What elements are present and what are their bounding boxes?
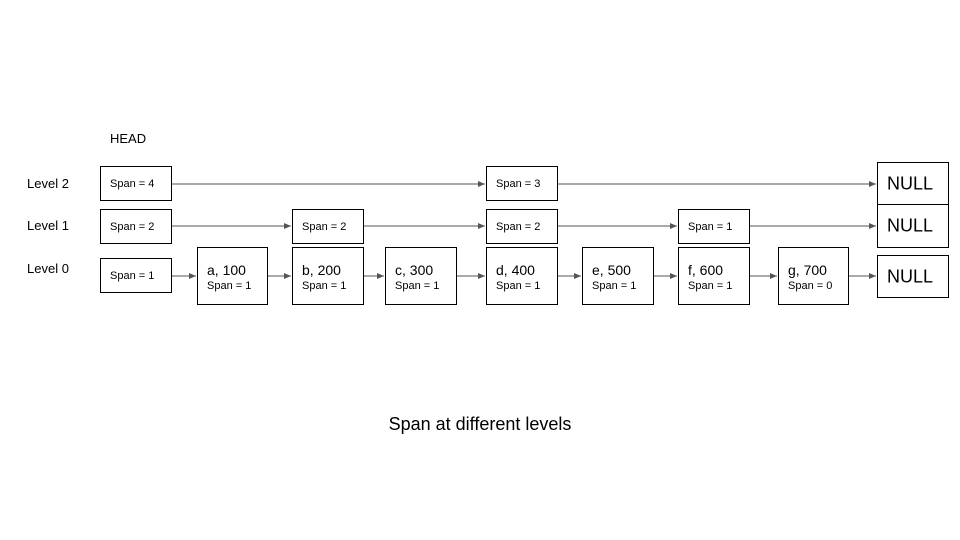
level-2-label: Level 2 <box>27 176 69 191</box>
node-key: c, 300 <box>395 262 434 278</box>
head-level-2-span: Span = 4 <box>110 177 155 190</box>
level-2-node-span: Span = 3 <box>496 177 541 190</box>
head-level-0-span: Span = 1 <box>110 269 155 282</box>
level-0-node-b: b, 200 Span = 1 <box>292 247 364 305</box>
null-label: NULL <box>887 215 934 236</box>
head-label: HEAD <box>110 131 147 146</box>
level-1-node-span: Span = 2 <box>496 220 541 233</box>
node-key: e, 500 <box>592 262 631 278</box>
diagram-caption: Span at different levels <box>388 414 572 434</box>
level-1-node-b: Span = 2 <box>292 209 364 244</box>
node-key: d, 400 <box>496 262 535 278</box>
head-level-0-box: Span = 1 <box>100 258 172 293</box>
level-0-node-g: g, 700 Span = 0 <box>778 247 849 305</box>
node-span: Span = 1 <box>302 280 347 292</box>
null-level-1: NULL <box>877 204 949 248</box>
node-span: Span = 1 <box>395 280 440 292</box>
level-0-node-d: d, 400 Span = 1 <box>486 247 558 305</box>
level-1-node-f: Span = 1 <box>678 209 750 244</box>
node-span: Span = 1 <box>496 280 541 292</box>
null-label: NULL <box>887 173 934 193</box>
node-key: a, 100 <box>207 262 246 278</box>
null-level-0: NULL <box>877 255 949 298</box>
node-key: g, 700 <box>788 262 827 278</box>
head-level-1-span: Span = 2 <box>110 220 155 233</box>
level-1-node-d: Span = 2 <box>486 209 558 244</box>
head-level-2-box: Span = 4 <box>100 166 172 201</box>
level-0-node-e: e, 500 Span = 1 <box>582 247 654 305</box>
level-1-node-span: Span = 1 <box>688 220 733 233</box>
level-1-label: Level 1 <box>27 218 69 233</box>
node-span: Span = 0 <box>788 280 833 292</box>
node-span: Span = 1 <box>207 280 252 292</box>
level-2-node-d: Span = 3 <box>486 166 558 201</box>
node-key: f, 600 <box>688 262 724 278</box>
node-key: b, 200 <box>302 262 341 278</box>
null-label: NULL <box>887 266 934 286</box>
head-level-1-box: Span = 2 <box>100 209 172 244</box>
level-0-label: Level 0 <box>27 261 69 276</box>
node-span: Span = 1 <box>688 280 733 292</box>
level-0-node-a: a, 100 Span = 1 <box>197 247 268 305</box>
node-span: Span = 1 <box>592 280 637 292</box>
level-0-node-f: f, 600 Span = 1 <box>678 247 750 305</box>
null-level-2: NULL <box>877 162 949 205</box>
level-0-node-c: c, 300 Span = 1 <box>385 247 457 305</box>
level-1-node-span: Span = 2 <box>302 220 347 233</box>
